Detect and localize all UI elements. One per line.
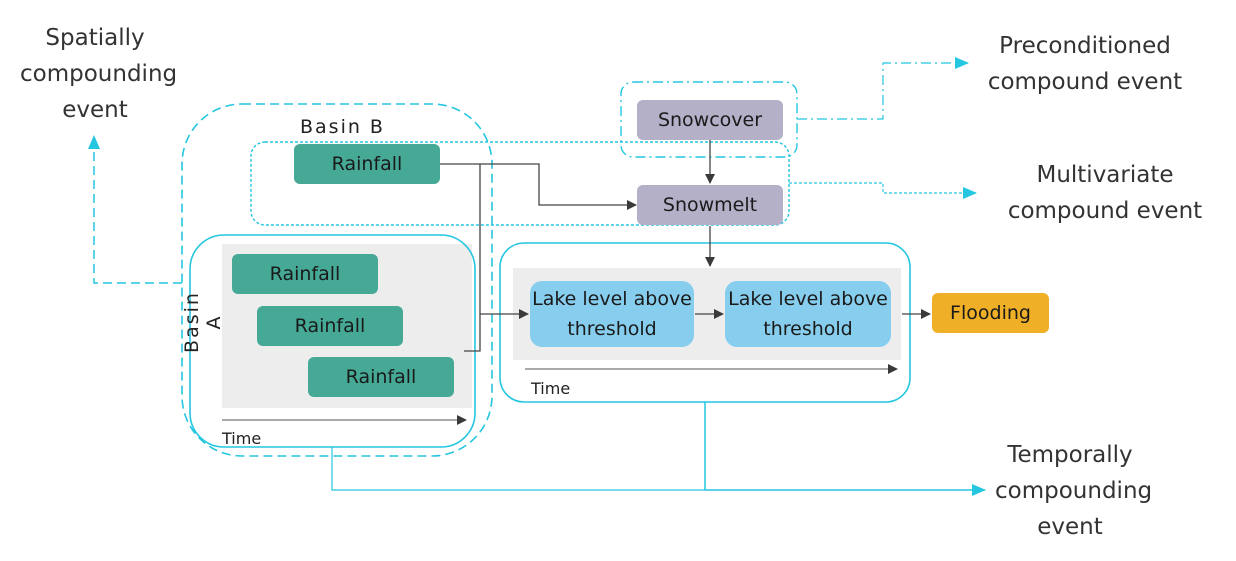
node-snowmelt: Snowmelt [637, 185, 783, 225]
arrow-spatial [88, 135, 182, 284]
label-preconditioned-compound: Preconditioned compound event [987, 33, 1183, 95]
node-rainfall-basin-a-2: Rainfall [257, 306, 403, 346]
spatial-compound-outline [181, 103, 493, 457]
arrow-multivariate [789, 182, 977, 199]
label-temporally-compounding: Temporally compounding event [995, 442, 1153, 540]
basin-a-label: Basin A [181, 291, 225, 353]
time-label-lake: Time [531, 379, 571, 398]
arrow-preconditioned [797, 57, 969, 120]
label-multivariate-compound: Multivariate compound event [1007, 162, 1203, 224]
node-lake-level-2: Lake level above threshold [725, 281, 891, 347]
connector-rainfall-b-to-snowmelt [440, 163, 637, 210]
node-rainfall-basin-b: Rainfall [294, 144, 440, 184]
basin-b-label: Basin B [300, 116, 385, 138]
label-spatially-compounding: Spatially compounding event [20, 25, 178, 123]
time-label-basin-a: Time [222, 429, 262, 448]
node-rainfall-basin-a-1: Rainfall [232, 254, 378, 294]
preconditioned-compound-outline [620, 81, 798, 158]
arrow-temporal-basin-a [331, 447, 705, 491]
node-lake-level-1: Lake level above threshold [530, 281, 694, 347]
node-rainfall-basin-a-3: Rainfall [308, 357, 454, 397]
connector-basin-a-to-lake [464, 309, 529, 352]
node-snowcover: Snowcover [637, 100, 783, 140]
multivariate-compound-outline [250, 141, 790, 226]
node-flooding: Flooding [932, 293, 1049, 333]
arrow-temporal [704, 402, 986, 496]
